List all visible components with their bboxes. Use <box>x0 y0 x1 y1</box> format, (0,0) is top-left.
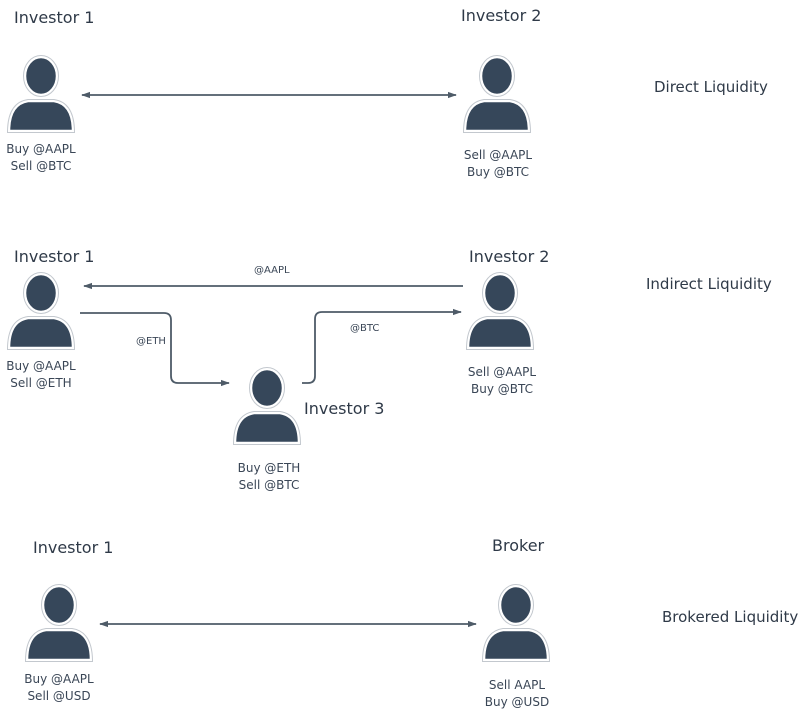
indirect-investor-3-person-icon <box>232 367 302 445</box>
direct-investor-1-orders: Buy @AAPL Sell @BTC <box>0 141 82 175</box>
order-line: Sell AAPL <box>488 678 546 692</box>
order-line: Sell @AAPL <box>463 148 533 162</box>
indirect-investor-2-orders: Sell @AAPL Buy @BTC <box>460 364 544 398</box>
direct-liquidity-title: Direct Liquidity <box>654 78 768 96</box>
order-line: Sell @AAPL <box>467 365 537 379</box>
order-line: Buy @AAPL <box>6 359 76 373</box>
order-line: Buy @ETH <box>237 461 301 475</box>
broker-orders: Sell AAPL Buy @USD <box>474 677 560 711</box>
indirect-investor-3-orders: Buy @ETH Sell @BTC <box>226 460 312 494</box>
flow-label-btc: @BTC <box>350 323 380 334</box>
direct-investor-1-person-icon <box>6 55 76 133</box>
indirect-investor-1-orders: Buy @AAPL Sell @ETH <box>0 358 82 392</box>
direct-investor-2-name: Investor 2 <box>461 6 542 25</box>
order-line: Sell @ETH <box>10 376 72 390</box>
order-line: Buy @BTC <box>471 382 533 396</box>
order-line: Sell @BTC <box>238 478 300 492</box>
order-line: Sell @BTC <box>10 159 72 173</box>
brokered-investor-1-orders: Buy @AAPL Sell @USD <box>16 671 102 705</box>
broker-name: Broker <box>492 536 545 555</box>
indirect-investor-3-name: Investor 3 <box>304 399 385 418</box>
indirect-investor-1-person-icon <box>6 272 76 350</box>
brokered-liquidity-title: Brokered Liquidity <box>662 608 799 626</box>
order-line: Buy @USD <box>484 695 550 709</box>
indirect-investor-2-name: Investor 2 <box>469 247 550 266</box>
flow-label-aapl: @AAPL <box>254 265 290 276</box>
indirect-btc-arrow <box>302 308 462 384</box>
order-line: Sell @USD <box>27 689 91 703</box>
brokered-investor-1-person-icon <box>24 584 94 662</box>
indirect-investor-1-name: Investor 1 <box>14 247 95 266</box>
order-line: Buy @AAPL <box>24 672 94 686</box>
broker-person-icon <box>481 584 551 662</box>
order-line: Buy @BTC <box>467 165 529 179</box>
indirect-liquidity-title: Indirect Liquidity <box>646 275 772 293</box>
direct-investor-1-name: Investor 1 <box>14 8 95 27</box>
direct-investor-2-orders: Sell @AAPL Buy @BTC <box>456 147 540 181</box>
brokered-investor-1-name: Investor 1 <box>33 538 114 557</box>
direct-investor-2-person-icon <box>462 55 532 133</box>
indirect-eth-arrow <box>80 312 230 387</box>
order-line: Buy @AAPL <box>6 142 76 156</box>
indirect-investor-2-person-icon <box>465 272 535 350</box>
flow-label-eth: @ETH <box>136 336 166 347</box>
